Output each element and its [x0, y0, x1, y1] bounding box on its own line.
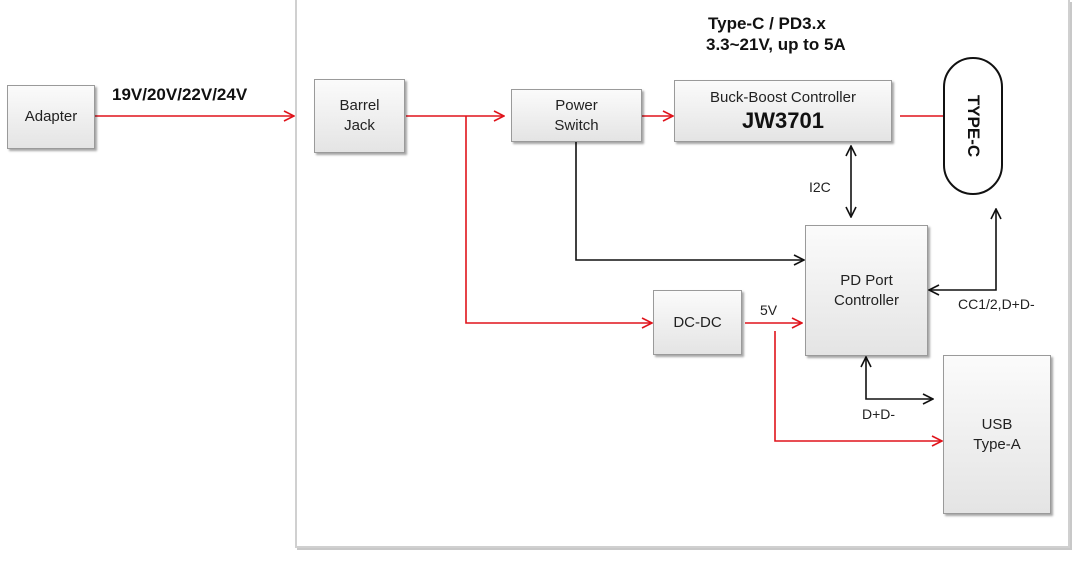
power-switch-block: Power Switch	[511, 89, 642, 142]
barrel-jack-label-2: Jack	[344, 117, 375, 134]
buck-boost-part-number: JW3701	[742, 108, 824, 133]
adapter-voltage-label: 19V/20V/22V/24V	[112, 85, 248, 104]
barrel-jack-block: Barrel Jack	[314, 79, 405, 153]
i2c-label: I2C	[809, 179, 831, 195]
usb-label-1: USB	[981, 415, 1013, 433]
dc-dc-label: DC-DC	[673, 313, 722, 331]
pd-controller-label-2: Controller	[833, 291, 900, 309]
wire-pd-to-typec	[929, 209, 996, 290]
dc-dc-block: DC-DC	[653, 290, 742, 355]
type-c-label: TYPE-C	[964, 94, 983, 158]
usb-type-a-block: USB Type-A	[943, 355, 1051, 514]
buck-boost-subtitle: Buck-Boost Controller	[710, 89, 856, 106]
type-c-port: TYPE-C	[943, 57, 1003, 195]
spec-line-2: 3.3~21V, up to 5A	[706, 35, 846, 54]
power-switch-label-2: Switch	[554, 116, 599, 134]
usb-label-2: Type-A	[973, 435, 1021, 453]
wire-barrel-to-dcdc	[465, 116, 652, 323]
five-volt-label: 5V	[760, 302, 778, 318]
wire-switch-to-pd	[575, 142, 804, 260]
pd-controller-label-1: PD Port	[840, 271, 893, 289]
cc-lines-label: CC1/2,D+D-	[958, 296, 1035, 312]
adapter-label: Adapter	[24, 108, 78, 125]
power-switch-label-1: Power	[555, 96, 598, 114]
adapter-block: Adapter	[7, 85, 95, 149]
pd-port-controller-block: PD Port Controller	[805, 225, 928, 356]
spec-line-1: Type-C / PD3.x	[708, 14, 826, 33]
usb-data-label: D+D-	[862, 406, 896, 422]
buck-boost-controller-block: Buck-Boost Controller JW3701	[674, 80, 892, 142]
barrel-jack-label-1: Barrel	[339, 97, 380, 114]
wire-5v-to-usba	[774, 331, 942, 441]
wire-pd-to-usba	[866, 357, 933, 399]
